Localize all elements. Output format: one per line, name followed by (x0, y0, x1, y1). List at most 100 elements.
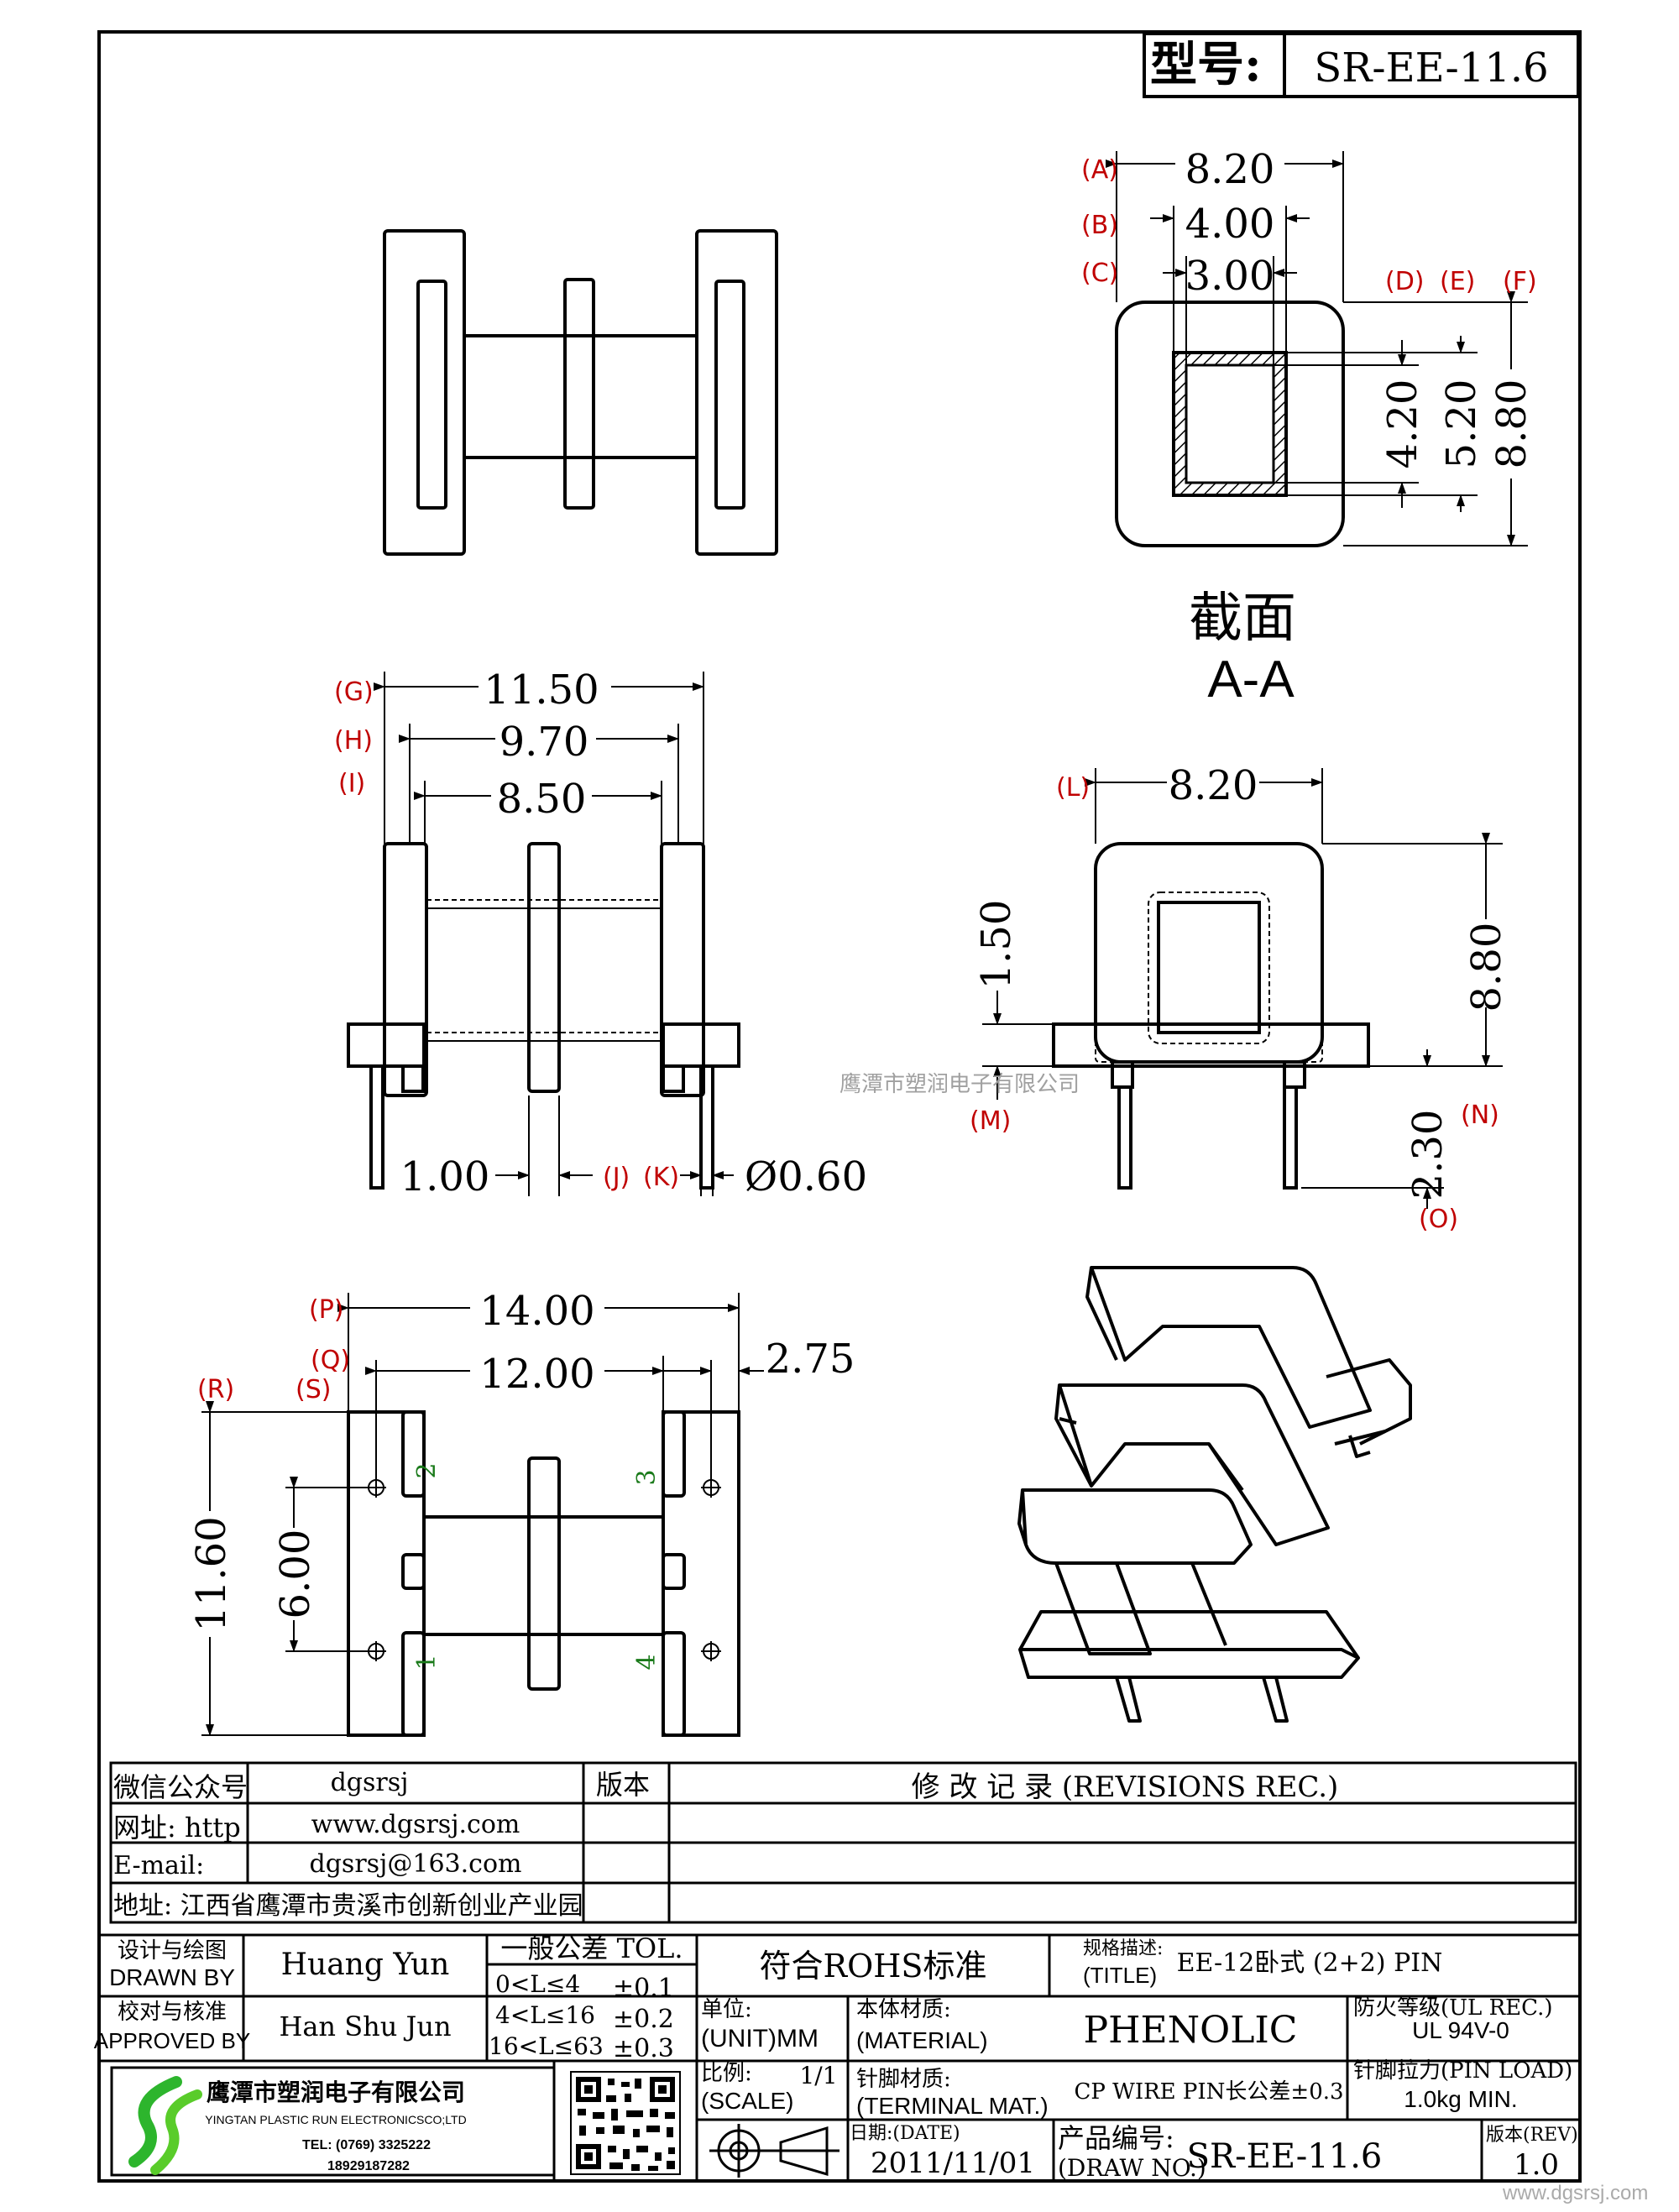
web-label: 网址: http (113, 1812, 241, 1843)
watermark: 鹰潭市塑润电子有限公司 (840, 1071, 1080, 1096)
letter-h: (H) (334, 726, 373, 756)
unit-en: (UNIT)MM (701, 2025, 819, 2053)
letter-j: (J) (603, 1163, 630, 1192)
tol-title: 一般公差 TOL. (500, 1932, 683, 1964)
dim-b: 4.00 (1185, 201, 1275, 248)
dim-e: 5.20 (1438, 379, 1485, 469)
letter-q: (Q) (311, 1346, 350, 1375)
letter-g: (G) (334, 677, 374, 707)
letter-e: (E) (1440, 267, 1475, 296)
spec-cn: 规格描述: (1083, 1938, 1163, 1959)
material-en: (MATERIAL) (856, 2027, 988, 2053)
company-en: YINGTAN PLASTIC RUN ELECTRONICSCO;LTD (205, 2113, 466, 2126)
dim-j: 1.00 (400, 1153, 490, 1200)
web-value: www.dgsrsj.com (311, 1810, 520, 1839)
draw-no: SR-EE-11.6 (1187, 2137, 1383, 2176)
letter-k: (K) (643, 1163, 679, 1192)
dim-r: 11.60 (188, 1516, 235, 1631)
letter-f: (F) (1503, 267, 1537, 296)
company-phone: 18929187282 (327, 2159, 410, 2173)
pin-2: 2 (412, 1462, 442, 1478)
email-value: dgsrsj@163.com (310, 1849, 522, 1879)
designer: Huang Yun (281, 1948, 450, 1982)
tol-1-value: ±0.1 (613, 1974, 674, 2003)
revision-table: 微信公众号 dgsrsj 网址: http www.dgsrsj.com E-m… (109, 1761, 1577, 1924)
terminal-en: (TERMINAL MAT.) (856, 2093, 1049, 2119)
pull-cn: 针脚拉力(PIN LOAD) (1353, 2058, 1572, 2084)
letter-b: (B) (1081, 211, 1118, 240)
dim-q2: 2.75 (766, 1336, 855, 1383)
letter-o: (O) (1419, 1205, 1458, 1234)
model-header: 型号: SR-EE-11.6 (1143, 32, 1580, 98)
unit-cn: 单位: (701, 1997, 752, 2022)
dim-n: 8.80 (1463, 923, 1510, 1012)
dim-l: 8.20 (1169, 762, 1258, 809)
company-tel: TEL: (0769) 3325222 (302, 2138, 431, 2152)
letter-m: (M) (970, 1106, 1011, 1136)
fire-cn: 防火等级(UL REC.) (1353, 1995, 1553, 2021)
front-view: 11.50 9.70 8.50 1.00 Ø0.60 (G) (H) (I) (… (334, 667, 867, 1200)
fire: UL 94V-0 (1412, 2017, 1509, 2043)
dim-p: 14.00 (479, 1288, 594, 1335)
checker: Han Shu Jun (279, 2011, 451, 2042)
terminal-cn: 针脚材质: (856, 2067, 951, 2092)
letter-s: (S) (296, 1375, 331, 1404)
letter-a: (A) (1081, 155, 1118, 185)
watermark-url: www.dgsrsj.com (1502, 2182, 1648, 2204)
section-sub: A-A (1207, 651, 1295, 709)
draw-no-cn: 产品编号: (1058, 2122, 1174, 2154)
draw-no-en: (DRAW NO.) (1058, 2154, 1206, 2182)
wechat-label: 微信公众号 (113, 1771, 248, 1803)
scale-en: (SCALE) (701, 2088, 793, 2114)
company-logo (128, 2076, 202, 2175)
wechat-value: dgsrsj (331, 1768, 409, 1797)
tol-3: 16<L≤63 (489, 2032, 604, 2060)
letter-i: (I) (338, 769, 365, 798)
pin-4: 4 (632, 1654, 662, 1670)
model-value: SR-EE-11.6 (1314, 44, 1548, 92)
tol-3-value: ±0.3 (613, 2034, 674, 2063)
dim-h: 9.70 (500, 719, 589, 766)
letter-r: (R) (197, 1375, 234, 1404)
material: PHENOLIC (1084, 2009, 1298, 2052)
address: 地址: 江西省鹰潭市贵溪市创新创业产业园 (113, 1891, 583, 1921)
dim-o: 2.30 (1404, 1110, 1451, 1200)
rev: 1.0 (1514, 2148, 1559, 2182)
section-view: 8.20 4.00 3.00 4.20 5.20 8.80 (A) (B) (C… (1081, 146, 1537, 709)
design-cn: 设计与绘图 (118, 1938, 227, 1964)
design-en: DRAWN BY (109, 1964, 235, 1990)
rohs: 符合ROHS标准 (760, 1948, 987, 1985)
check-en: APPROVED BY (94, 2028, 250, 2053)
date: 2011/11/01 (871, 2147, 1035, 2180)
rev-cn: 版本(REV) (1486, 2125, 1578, 2146)
section-title: 截面 (1189, 588, 1296, 650)
scale: 1/1 (799, 2062, 837, 2089)
letter-p: (P) (309, 1295, 344, 1325)
pin-1: 1 (412, 1654, 442, 1670)
version-label: 版本 (596, 1769, 650, 1801)
model-label: 型号: (1150, 37, 1262, 92)
dim-d: 4.20 (1379, 379, 1426, 469)
dim-f: 8.80 (1488, 379, 1535, 469)
letter-n: (N) (1461, 1101, 1499, 1130)
title-block: 设计与绘图 DRAWN BY Huang Yun 校对与核准 APPROVED … (94, 1932, 1582, 2183)
tol-1: 0<L≤4 (495, 1970, 580, 1998)
letter-d: (D) (1385, 267, 1425, 296)
dim-s: 6.00 (272, 1530, 319, 1619)
spec: EE-12卧式 (2+2) PIN (1177, 1948, 1443, 1978)
check-cn: 校对与核准 (118, 2000, 227, 2025)
letter-l: (L) (1056, 773, 1090, 803)
dim-m: 1.50 (973, 900, 1020, 990)
top-view (383, 229, 778, 556)
dim-k: Ø0.60 (745, 1153, 867, 1200)
date-cn: 日期:(DATE) (850, 2123, 960, 2144)
tol-2-value: ±0.2 (613, 2005, 674, 2034)
pull: 1.0kg MIN. (1404, 2086, 1517, 2112)
terminal: CP WIRE PIN长公差±0.3 (1074, 2079, 1343, 2105)
dim-i: 8.50 (497, 776, 587, 823)
isometric-view (1017, 1266, 1412, 1723)
email-label: E-mail: (113, 1851, 204, 1880)
dim-c: 3.00 (1185, 253, 1275, 300)
dim-a: 8.20 (1185, 146, 1275, 193)
